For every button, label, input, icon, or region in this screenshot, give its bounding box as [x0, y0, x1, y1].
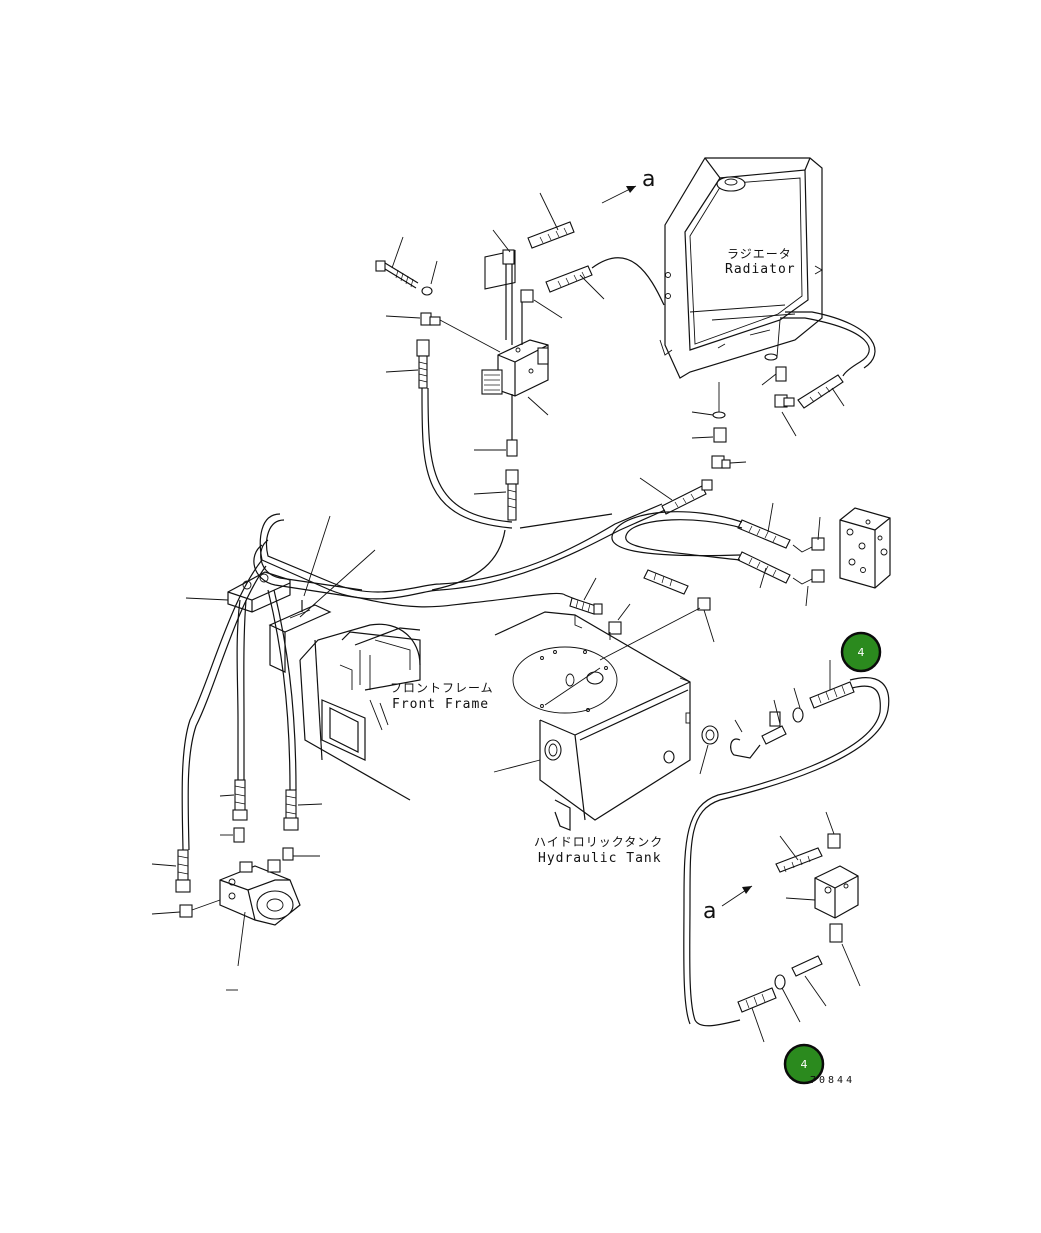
washer: [421, 260, 438, 296]
fitting-connector: [473, 394, 519, 521]
front-frame-label-en: Front Frame: [392, 697, 489, 712]
callout-4-top[interactable]: 4: [840, 631, 882, 673]
drawing-code: 70844: [810, 1075, 855, 1086]
left-down-pipes: [181, 559, 297, 851]
connection-mark-top: a: [601, 167, 655, 204]
front-frame-bracket: フロントフレーム Front Frame: [268, 549, 494, 801]
bolt: [375, 236, 419, 289]
left-hoses-lower: [151, 779, 323, 893]
hose-assembly: [385, 339, 513, 529]
right-hoses: [611, 502, 825, 607]
elbow-fitting: [385, 312, 501, 353]
radiator-drain-fittings: [761, 311, 876, 437]
hydraulic-tank-label-jp: ハイドロリックタンク: [534, 835, 663, 849]
tank-top-fittings: [569, 569, 715, 661]
radiator: ラジエータ Radiator: [659, 157, 823, 379]
hydraulic-tank: ハイドロリックタンク Hydraulic Tank: [493, 611, 691, 866]
hydraulic-pump: [151, 859, 301, 991]
valve-block-top: [481, 249, 549, 416]
callout-number: 4: [801, 1058, 808, 1071]
hose-to-a: [492, 192, 575, 345]
connection-mark-a-bottom: a: [703, 899, 716, 924]
middle-fittings: [639, 382, 747, 515]
radiator-label-jp: ラジエータ: [727, 247, 792, 261]
pilot-valve: [737, 811, 861, 1043]
connection-mark-bottom: a: [703, 885, 753, 924]
connection-mark-a-top: a: [642, 167, 655, 192]
callout-4-bottom[interactable]: 4: [783, 1043, 825, 1085]
main-pipe-runs: [253, 503, 666, 608]
radiator-label-en: Radiator: [725, 262, 796, 277]
clamp-block: [185, 515, 331, 613]
right-lower-hoses: [683, 660, 890, 1027]
valve-block-right: [839, 507, 891, 589]
front-frame-label-jp: フロントフレーム: [390, 681, 494, 695]
callout-number: 4: [858, 646, 865, 659]
hydraulic-tank-label-en: Hydraulic Tank: [538, 851, 662, 866]
hose-to-radiator: [520, 257, 665, 345]
